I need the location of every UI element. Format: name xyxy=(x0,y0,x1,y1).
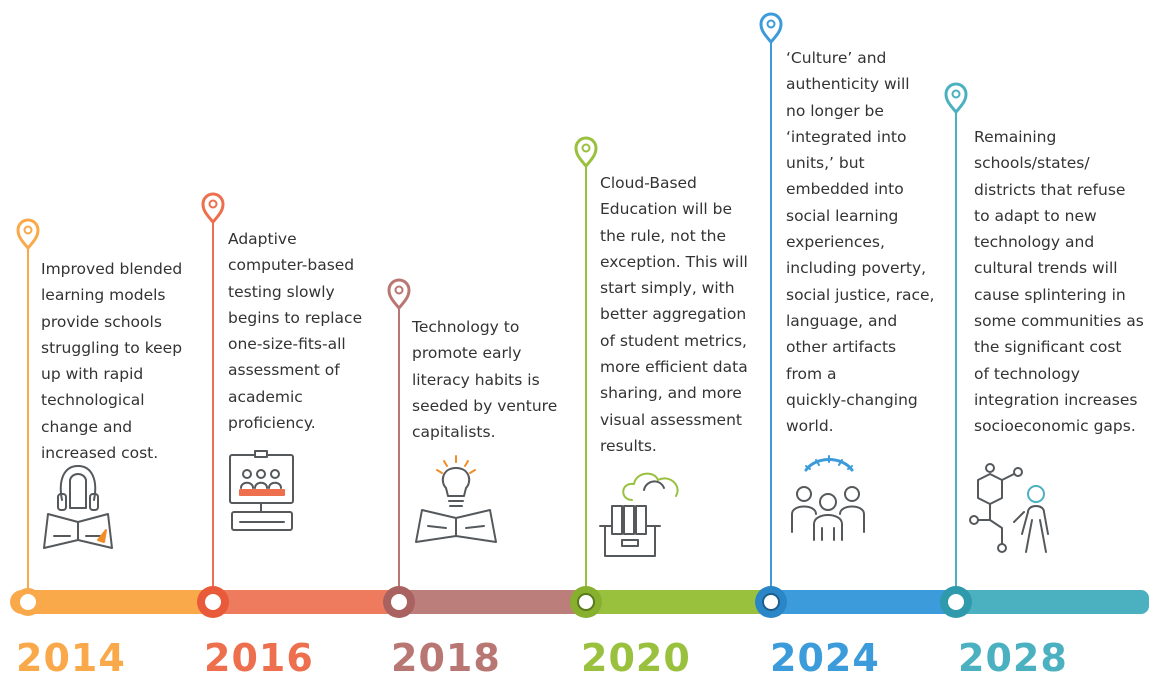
person-reading-headphones-icon xyxy=(43,465,113,549)
description-2020: Cloud-Based Education will be the rule, … xyxy=(600,174,748,455)
bar-segment-2018 xyxy=(390,590,590,614)
bar-segment-2014 xyxy=(10,590,216,614)
bar-segment-2024 xyxy=(770,590,966,614)
description-2024: ‘Culture’ and authenticity will no longe… xyxy=(786,49,935,436)
description-2018: Technology to promote early literacy hab… xyxy=(412,318,558,442)
molecule-person-icon xyxy=(969,463,1049,553)
year-label-2014: 2014 xyxy=(16,636,126,680)
lightbulb-book-icon xyxy=(415,455,497,543)
pins xyxy=(16,12,968,600)
cloud-file-box-icon xyxy=(599,472,679,557)
description-2028: Remaining schools/states/ districts that… xyxy=(974,128,1144,436)
timeline-bar xyxy=(10,590,1149,614)
bar-segment-2016 xyxy=(205,590,401,614)
year-label-2028: 2028 xyxy=(958,636,1068,680)
description-2014: Improved blended learning models provide… xyxy=(41,260,183,463)
year-label-2016: 2016 xyxy=(204,636,314,680)
year-label-2018: 2018 xyxy=(391,636,501,680)
bar-segment-2028 xyxy=(955,590,1149,614)
people-group-icon xyxy=(791,455,865,541)
description-2016: Adaptive computer-based testing slowly b… xyxy=(228,230,363,433)
bar-segment-2020 xyxy=(580,590,778,614)
computer-classroom-icon xyxy=(229,450,294,531)
year-label-2024: 2024 xyxy=(770,636,880,680)
timeline-nodes xyxy=(14,586,972,618)
year-label-2020: 2020 xyxy=(581,636,691,680)
